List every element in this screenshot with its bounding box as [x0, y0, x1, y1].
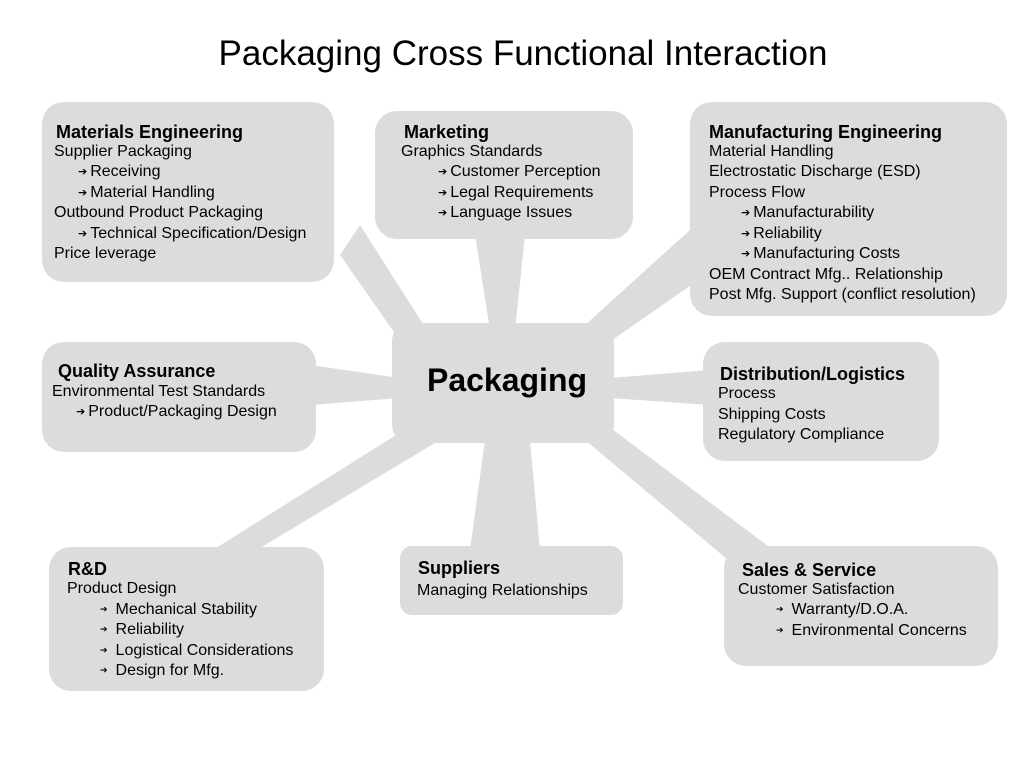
- list-item: Price leverage: [54, 245, 157, 262]
- list-item: Electrostatic Discharge (ESD): [709, 163, 921, 180]
- arrow-bullet-icon: ➔: [438, 187, 448, 199]
- list-item: ➔Language Issues: [438, 204, 573, 221]
- list-item: Shipping Costs: [718, 406, 826, 423]
- arrow-bullet-icon: ➔: [78, 187, 88, 199]
- arrow-bullet-icon: ➔: [100, 665, 108, 675]
- marketing-box: [375, 111, 633, 239]
- quality-assurance-box: [42, 342, 316, 452]
- distribution-logistics-box: [703, 342, 939, 461]
- list-item: ➔Warranty/D.O.A.: [776, 601, 909, 618]
- list-item: Product Design: [67, 580, 177, 597]
- sales-service-box: [724, 546, 998, 666]
- list-item: ➔Reliability: [100, 621, 185, 638]
- marketing-heading: Marketing: [404, 122, 490, 142]
- list-item: Process: [718, 385, 776, 402]
- list-item: Regulatory Compliance: [718, 426, 885, 443]
- list-item: ➔Customer Perception: [438, 163, 601, 180]
- manufacturing-engineering-heading: Manufacturing Engineering: [709, 122, 943, 142]
- rd-box: [49, 547, 324, 691]
- arrow-bullet-icon: ➔: [438, 207, 448, 219]
- list-item: ➔Environmental Concerns: [776, 622, 967, 639]
- arrow-bullet-icon: ➔: [78, 228, 88, 240]
- diagram-title: Packaging Cross Functional Interaction: [218, 34, 828, 73]
- spoke-quality-assurance: [310, 365, 400, 405]
- spoke-sales-service: [585, 420, 780, 570]
- list-item: ➔Material Handling: [78, 184, 215, 201]
- list-item: ➔Manufacturing Costs: [741, 245, 900, 262]
- list-item: Post Mfg. Support (conflict resolution): [709, 286, 976, 303]
- center-packaging-box: [392, 323, 614, 443]
- spoke-materials-engineering: [340, 225, 430, 355]
- arrow-bullet-icon: ➔: [741, 248, 751, 260]
- list-item: Supplier Packaging: [54, 143, 192, 160]
- list-item: ➔Reliability: [741, 225, 822, 242]
- materials-engineering-box: [42, 102, 334, 282]
- arrow-bullet-icon: ➔: [76, 406, 86, 418]
- arrow-bullet-icon: ➔: [100, 645, 108, 655]
- sales-service-heading: Sales & Service: [742, 560, 877, 580]
- suppliers-heading: Suppliers: [418, 558, 501, 578]
- distribution-logistics-heading: Distribution/Logistics: [720, 364, 906, 384]
- list-item: ➔Technical Specification/Design: [78, 225, 307, 242]
- spoke-suppliers: [470, 440, 540, 550]
- list-item: ➔Mechanical Stability: [100, 601, 257, 618]
- list-item: ➔Design for Mfg.: [100, 662, 225, 679]
- list-item: Process Flow: [709, 184, 806, 201]
- list-item: Managing Relationships: [417, 582, 588, 599]
- arrow-bullet-icon: ➔: [741, 207, 751, 219]
- list-item: Outbound Product Packaging: [54, 204, 264, 221]
- list-item: OEM Contract Mfg.. Relationship: [709, 266, 943, 283]
- list-item: Environmental Test Standards: [52, 383, 266, 400]
- list-item: ➔Manufacturability: [741, 204, 875, 221]
- arrow-bullet-icon: ➔: [100, 604, 108, 614]
- list-item: Customer Satisfaction: [738, 581, 895, 598]
- arrow-bullet-icon: ➔: [776, 625, 784, 635]
- center-packaging-label: Packaging: [426, 362, 588, 398]
- spoke-distribution-logistics: [610, 370, 710, 405]
- spoke-marketing: [475, 235, 525, 330]
- materials-engineering-heading: Materials Engineering: [56, 122, 244, 142]
- list-item: ➔Product/Packaging Design: [76, 403, 277, 420]
- arrow-bullet-icon: ➔: [78, 166, 88, 178]
- spoke-manufacturing-engineering: [585, 230, 720, 345]
- spoke-rd: [200, 420, 440, 560]
- arrow-bullet-icon: ➔: [100, 624, 108, 634]
- quality-assurance-heading: Quality Assurance: [58, 361, 216, 381]
- list-item: Graphics Standards: [401, 143, 543, 160]
- rd-heading: R&D: [68, 559, 107, 579]
- list-item: ➔Legal Requirements: [438, 184, 594, 201]
- arrow-bullet-icon: ➔: [741, 228, 751, 240]
- suppliers-box: [400, 546, 623, 615]
- arrow-bullet-icon: ➔: [438, 166, 448, 178]
- list-item: ➔Receiving: [78, 163, 161, 180]
- manufacturing-engineering-box: [690, 102, 1007, 316]
- arrow-bullet-icon: ➔: [776, 604, 784, 614]
- list-item: Material Handling: [709, 143, 834, 160]
- list-item: ➔Logistical Considerations: [100, 642, 294, 659]
